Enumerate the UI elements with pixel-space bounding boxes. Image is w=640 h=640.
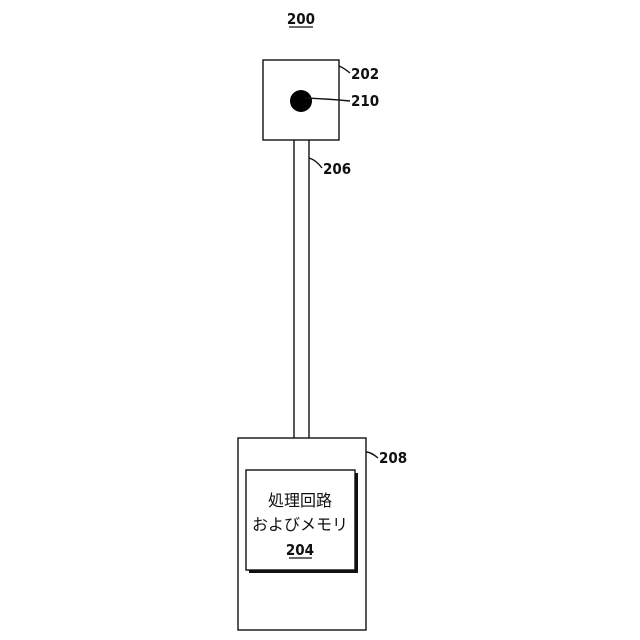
- housing-ref: 208: [379, 449, 407, 467]
- cable-leader: [309, 158, 322, 168]
- module-label-line2: およびメモリ: [252, 515, 348, 534]
- sensor-dot: [290, 90, 312, 112]
- figure-number: 200: [287, 10, 315, 28]
- dot-ref: 210: [351, 92, 379, 110]
- module-ref: 204: [286, 541, 314, 559]
- sensor-ref: 202: [351, 65, 379, 83]
- cable-ref: 206: [323, 160, 351, 178]
- sensor-leader: [339, 66, 350, 73]
- module-label-line1: 処理回路: [268, 491, 332, 510]
- housing-leader: [366, 452, 378, 458]
